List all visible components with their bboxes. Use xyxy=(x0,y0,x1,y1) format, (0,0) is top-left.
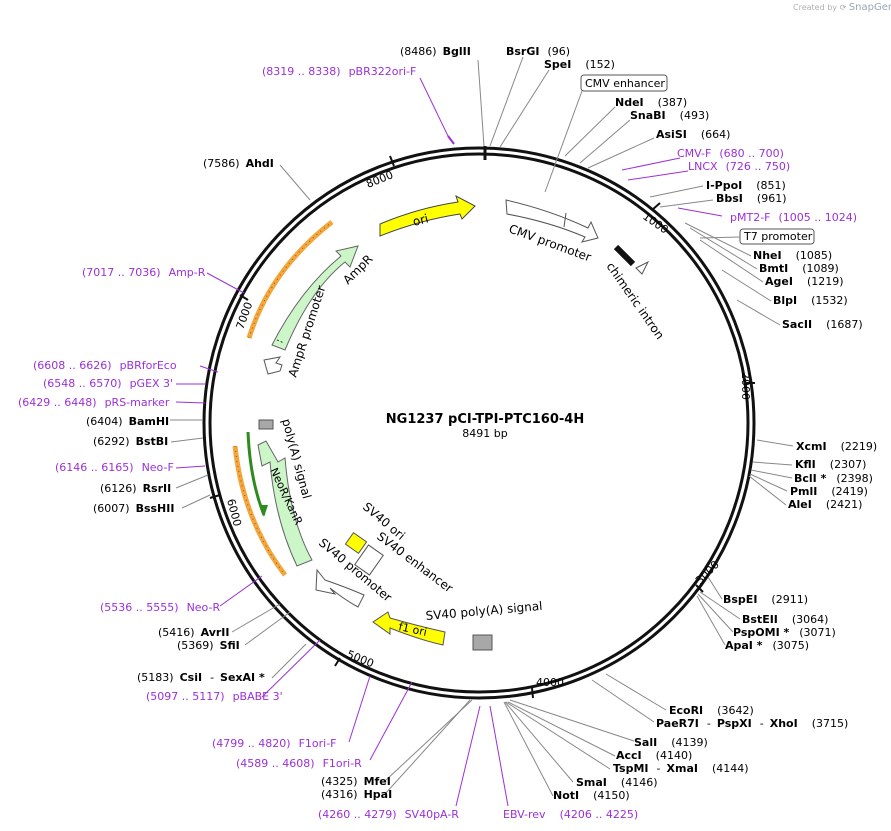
enzyme-tspmi-xmai[interactable]: TspMI-XmaI(4144) xyxy=(613,762,749,775)
primer-lines xyxy=(175,77,723,807)
tick-marks xyxy=(209,155,755,699)
primer-ebv-rev[interactable]: EBV-rev(4206 .. 4225) xyxy=(503,808,638,821)
enzyme-bstbi[interactable]: (6292)BstBI xyxy=(93,435,168,448)
sv40-enhancer-box[interactable] xyxy=(354,544,384,576)
primer-neo-f[interactable]: (6146 .. 6165)Neo-F xyxy=(55,461,174,474)
enzyme-xcmi[interactable]: XcmI(2219) xyxy=(796,440,877,453)
enzyme-bcli[interactable]: BclI *(2398) xyxy=(794,472,873,485)
tick-label-4000: 4000 xyxy=(536,676,564,689)
sv40-promoter-arrow[interactable] xyxy=(315,568,365,608)
enzyme-bsshii[interactable]: (6007)BssHII xyxy=(93,502,174,515)
tick-label-2000: 2000 xyxy=(739,372,752,400)
sv40-ori-box[interactable] xyxy=(344,531,368,555)
enzyme-ndei[interactable]: NdeI(387) xyxy=(615,96,687,109)
chimeric-intron-mark[interactable] xyxy=(613,244,636,267)
enzyme-ecori[interactable]: EcoRI(3642) xyxy=(669,704,754,717)
enzyme-bbsi[interactable]: BbsI(961) xyxy=(716,192,787,205)
ampr-promoter-arrow[interactable] xyxy=(263,356,283,375)
credit-brand: SnapGene xyxy=(848,2,891,13)
primer-pbrforeco[interactable]: (6608 .. 6626)pBRforEco xyxy=(33,359,177,372)
enzyme-sacii[interactable]: SacII(1687) xyxy=(782,318,863,331)
primer-sv40pa-r[interactable]: (4260 .. 4279)SV40pA-R xyxy=(318,808,459,821)
enzyme-acci[interactable]: AccI(4140) xyxy=(616,749,692,762)
enzyme-bspei[interactable]: BspEI(2911) xyxy=(723,593,808,606)
enzyme-bamhi[interactable]: (6404)BamHI xyxy=(86,415,169,428)
primer-prs-marker[interactable]: (6429 .. 6448)pRS-marker xyxy=(18,396,170,409)
backbone-inner xyxy=(208,152,750,694)
poly-a-signal-box[interactable] xyxy=(258,419,274,430)
enzyme-paer7i-pspxi-xhoi[interactable]: PaeR7I-PspXI-XhoI(3715) xyxy=(656,717,848,730)
primer-pgex-3[interactable]: (6548 .. 6570)pGEX 3' xyxy=(43,377,173,390)
enzyme-hpai[interactable]: (4316)HpaI xyxy=(321,788,392,801)
plasmid-size: 8491 bp xyxy=(462,427,507,440)
enzyme-i-ppoi[interactable]: I-PpoI(851) xyxy=(706,179,786,192)
enzyme-bmti[interactable]: BmtI(1089) xyxy=(759,262,839,275)
enzyme-bglii-pos: (8486) xyxy=(400,45,437,58)
label-t7-promoter[interactable]: T7 promoter xyxy=(743,230,813,243)
sv40-polya-box[interactable] xyxy=(472,634,493,651)
enzyme-labels: (8486)BglII BsrGI(96) SpeI(152) NdeI(387… xyxy=(86,45,877,802)
boxed-features: CMV enhancer T7 promoter xyxy=(544,74,815,275)
ampr-arrow[interactable] xyxy=(271,245,359,351)
enzyme-sfii[interactable]: (5369)SfiI xyxy=(177,639,240,652)
label-chimeric-intron: chimeric intron xyxy=(604,260,667,342)
enzyme-apai[interactable]: ApaI *(3075) xyxy=(725,639,809,652)
enzyme-bsteii[interactable]: BstEII(3064) xyxy=(742,613,828,626)
enzyme-csii-sexai[interactable]: (5183)CsiI-SexAI * xyxy=(137,671,265,684)
enzyme-bsrgi[interactable]: BsrGI(96) xyxy=(506,45,570,58)
plasmid-title: NG1237 pCI-TPI-PTC160-4H 8491 bp xyxy=(386,412,584,440)
backbone-outer xyxy=(202,146,756,700)
enzyme-ahdi[interactable]: (7586)AhdI xyxy=(203,157,274,170)
enzyme-kfli[interactable]: KflI(2307) xyxy=(795,458,866,471)
primer-lncx[interactable]: LNCX(726 .. 750) xyxy=(688,160,790,173)
primer-cmv-f[interactable]: CMV-F(680 .. 700) xyxy=(677,147,784,160)
snapgene-credit: Created by ⟳ SnapGene xyxy=(793,2,891,13)
primer-pbr322ori-f[interactable]: (8319 .. 8338)pBR322ori-F xyxy=(262,65,416,78)
primer-neo-r[interactable]: (5536 .. 5555)Neo-R xyxy=(100,601,220,614)
enzyme-noti[interactable]: NotI(4150) xyxy=(553,789,630,802)
enzyme-bglii[interactable]: (8486)BglII xyxy=(400,45,471,58)
enzyme-smai[interactable]: SmaI(4146) xyxy=(576,776,657,789)
enzyme-snabi[interactable]: SnaBI(493) xyxy=(630,109,709,122)
primer-f1ori-r[interactable]: (4589 .. 4608)F1ori-R xyxy=(236,757,362,770)
label-f1-ori: f1 ori xyxy=(397,620,428,639)
leader-lines xyxy=(170,56,794,797)
enzyme-blpi[interactable]: BlpI(1532) xyxy=(773,294,848,307)
label-ori: ori xyxy=(411,211,430,229)
cmv-promoter-arrow[interactable] xyxy=(505,199,599,243)
enzyme-agei[interactable]: AgeI(1219) xyxy=(765,275,844,288)
plasmid-name: NG1237 pCI-TPI-PTC160-4H xyxy=(386,412,584,427)
f1-ori-arrow[interactable] xyxy=(372,611,446,646)
credit-prefix: Created by xyxy=(793,3,838,12)
features xyxy=(232,194,636,651)
ori-arrow[interactable] xyxy=(379,194,476,237)
enzyme-spei[interactable]: SpeI(152) xyxy=(544,58,615,71)
label-cmv-enhancer[interactable]: CMV enhancer xyxy=(585,77,665,90)
enzyme-sali[interactable]: SalI(4139) xyxy=(634,736,708,749)
primer-pmt2-f[interactable]: pMT2-F(1005 .. 1024) xyxy=(730,211,857,224)
enzyme-pmli[interactable]: PmlI(2419) xyxy=(790,485,868,498)
primer-pbabe-3[interactable]: (5097 .. 5117)pBABE 3' xyxy=(146,690,283,703)
enzyme-asisi[interactable]: AsiSI(664) xyxy=(656,128,730,141)
primer-f1ori-f[interactable]: (4799 .. 4820)F1ori-F xyxy=(212,737,337,750)
snapgene-logo-icon: ⟳ xyxy=(839,3,847,12)
enzyme-avrii[interactable]: (5416)AvrII xyxy=(158,626,229,639)
enzyme-alei[interactable]: AleI(2421) xyxy=(788,498,862,511)
tick-label-6000: 6000 xyxy=(224,497,244,527)
primer-amp-r[interactable]: (7017 .. 7036)Amp-R xyxy=(82,266,206,279)
enzyme-nhei[interactable]: NheI(1085) xyxy=(753,249,832,262)
primer-labels: (8319 .. 8338)pBR322ori-F CMV-F(680 .. 7… xyxy=(18,65,857,821)
neor-kanr-arrow[interactable] xyxy=(257,440,313,567)
label-sv40-polya-signal: SV40 poly(A) signal xyxy=(425,599,543,623)
enzyme-pspomi[interactable]: PspOMI *(3071) xyxy=(733,626,836,639)
enzyme-mfei[interactable]: (4325)MfeI xyxy=(321,775,391,788)
enzyme-rsrii[interactable]: (6126)RsrII xyxy=(100,482,171,495)
backbone xyxy=(202,146,756,700)
label-sv40-enhancer: SV40 enhancer xyxy=(374,529,455,595)
neo-orange-arc xyxy=(232,445,287,577)
